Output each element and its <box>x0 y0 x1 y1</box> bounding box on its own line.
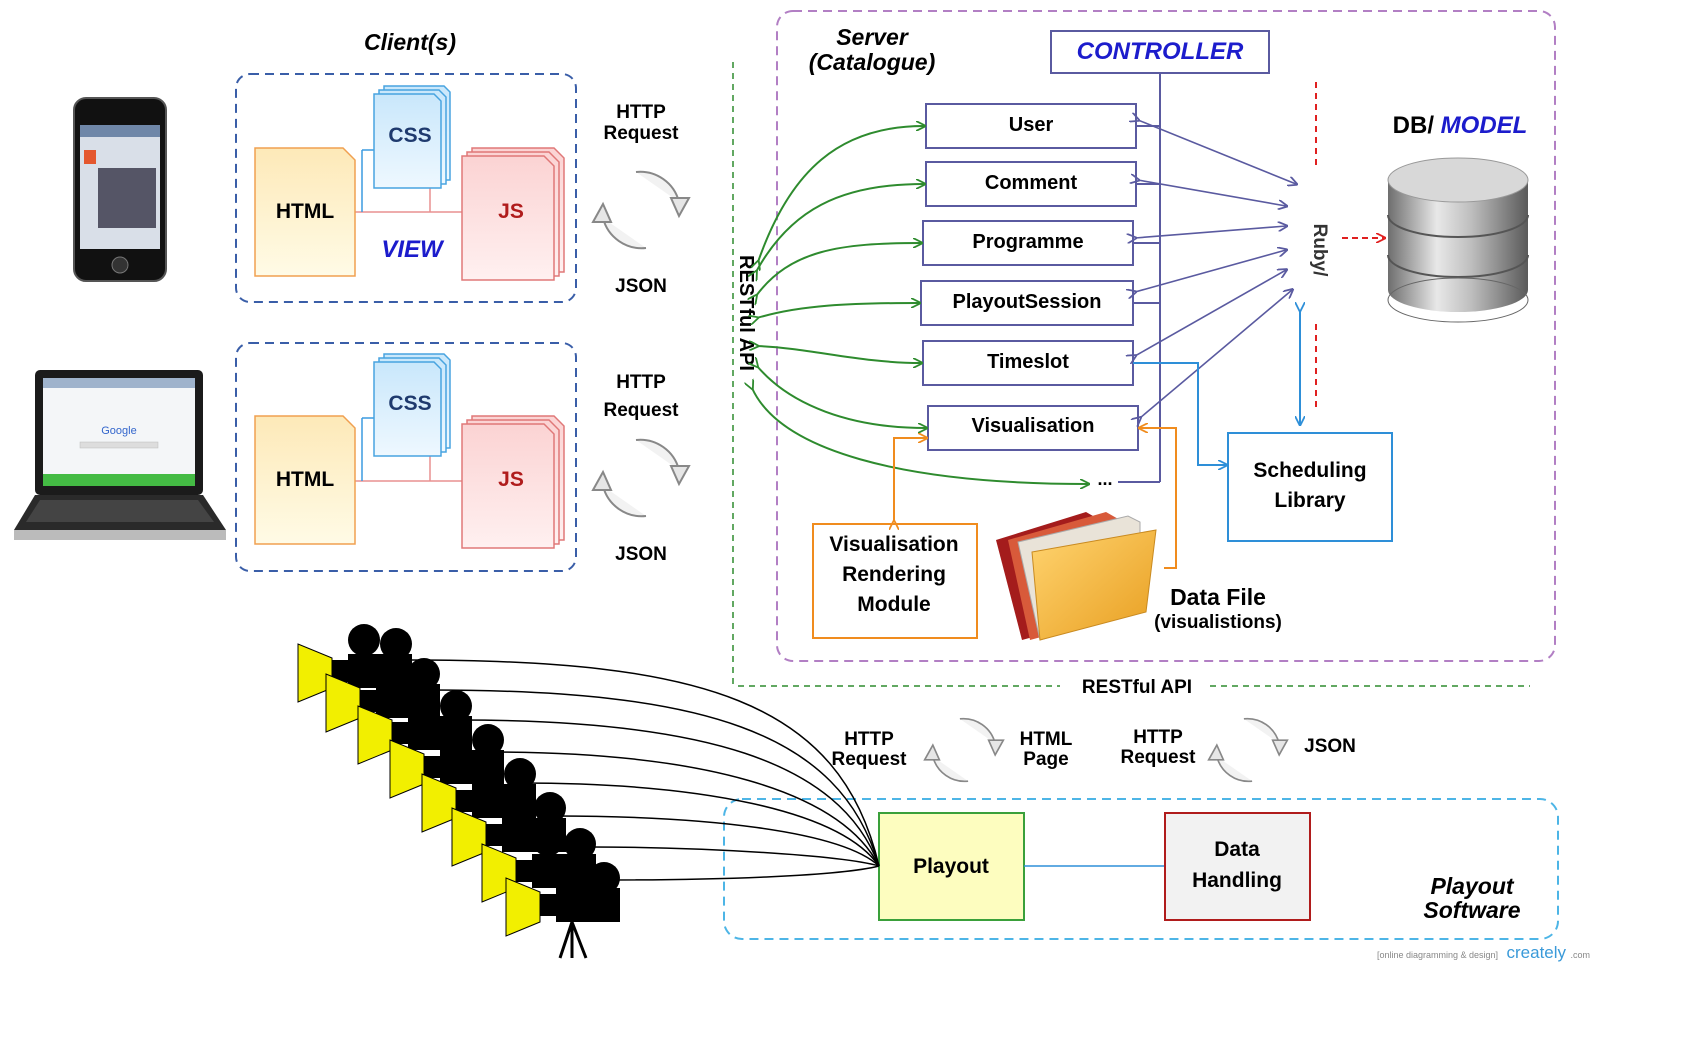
visualisation-module-line1: Visualisation <box>829 533 958 556</box>
model-arrows <box>1135 120 1296 418</box>
controller-box <box>1050 30 1270 74</box>
playout-left-response-line1: HTML <box>1020 729 1073 750</box>
exchange1-request-line1: HTTP <box>616 102 666 123</box>
css-label: CSS <box>388 392 431 415</box>
laptop-icon: Google <box>14 370 226 540</box>
watermark-suffix: .com <box>1570 950 1590 960</box>
svg-text:Visualisation: Visualisation <box>971 415 1094 437</box>
js-label: JS <box>498 468 524 491</box>
watermark-brand: creately <box>1507 943 1567 962</box>
exchange1-response: JSON <box>615 276 667 297</box>
playout-software-title-line2: Software <box>1423 897 1520 923</box>
sync-cycle-icon <box>1207 717 1289 783</box>
client-panel-2: CSS JS HTML <box>235 342 577 572</box>
exchange2-response: JSON <box>615 544 667 565</box>
visualisation-module-line2: Rendering <box>842 563 946 586</box>
playout-left-request-line1: HTTP <box>844 729 894 750</box>
resource-visualisation: Visualisation <box>927 405 1160 451</box>
data-handling-box <box>1164 812 1311 921</box>
projector-cables <box>409 659 880 881</box>
svg-text:Programme: Programme <box>972 231 1083 253</box>
playout-software-boundary <box>723 798 1559 940</box>
ruby-label: Ruby/ <box>1309 224 1330 278</box>
server-title-line2: (Catalogue) <box>809 49 936 75</box>
playout-box <box>878 812 1025 921</box>
html-file-icon: HTML <box>254 415 356 545</box>
view-label: VIEW <box>381 236 445 263</box>
timeslot-scheduling-link <box>1133 362 1226 465</box>
smartphone-icon <box>73 97 167 282</box>
resource-comment: Comment <box>925 161 1160 207</box>
server-title-line1: Server <box>836 24 909 50</box>
sync-cycle-icon <box>592 438 690 518</box>
exchange2-request-line1: HTTP <box>616 372 666 393</box>
scheduling-library-box <box>1227 432 1393 542</box>
scheduling-library-line1: Scheduling <box>1253 459 1366 482</box>
playout-right-response: JSON <box>1304 736 1356 757</box>
resource-playoutsession: PlayoutSession <box>920 280 1160 326</box>
projector-icons <box>297 623 621 959</box>
resource-more: ... <box>1097 469 1112 489</box>
playout-left-request-line2: Request <box>832 749 908 770</box>
watermark: [online diagramming & design] creately .… <box>1377 943 1590 962</box>
html-file-icon: HTML <box>254 147 356 277</box>
css-file-icon: CSS <box>373 353 451 457</box>
playout-right-request-line2: Request <box>1121 747 1197 768</box>
playout-label: Playout <box>913 855 989 878</box>
resource-programme: Programme <box>922 220 1160 266</box>
sync-cycle-icon <box>592 170 690 250</box>
client-panel-1: CSS JS HTML VIEW <box>235 73 577 303</box>
data-file-link <box>1140 428 1177 569</box>
visualisation-module-link <box>894 438 926 522</box>
data-handling-line1: Data <box>1214 838 1260 861</box>
html-label: HTML <box>276 200 334 223</box>
svg-text:Comment: Comment <box>985 172 1078 194</box>
scheduling-library-line2: Library <box>1274 489 1346 512</box>
visualisation-module-line3: Module <box>857 593 931 616</box>
svg-text:PlayoutSession: PlayoutSession <box>953 291 1102 313</box>
playout-software-title-line1: Playout <box>1430 873 1514 899</box>
restful-api-horizontal-label: RESTful API <box>1082 677 1192 698</box>
js-file-icon: JS <box>461 147 565 281</box>
playout-left-response-line2: Page <box>1023 749 1068 770</box>
exchange2-request-line2: Request <box>604 400 680 421</box>
exchange1-request-line2: Request <box>604 123 680 144</box>
restful-arrows <box>752 126 1088 484</box>
watermark-small: [online diagramming & design] <box>1377 950 1498 960</box>
svg-text:User: User <box>1009 114 1054 136</box>
html-label: HTML <box>276 468 334 491</box>
js-label: JS <box>498 200 524 223</box>
model-text: MODEL <box>1441 112 1528 139</box>
clients-title: Client(s) <box>364 29 456 55</box>
playout-right-request-line1: HTTP <box>1133 727 1183 748</box>
folder-icon <box>996 512 1157 641</box>
visualisation-module-box <box>812 523 978 639</box>
restful-api-vertical-label: RESTful API <box>735 255 757 371</box>
data-file-title: Data File <box>1170 584 1266 610</box>
resource-user: User <box>925 103 1160 149</box>
data-file-subtitle: (visualistions) <box>1154 612 1282 633</box>
resource-timeslot: Timeslot <box>922 340 1160 386</box>
sync-cycle-icon <box>923 717 1005 783</box>
data-handling-line2: Handling <box>1192 869 1282 892</box>
css-file-icon: CSS <box>373 85 451 189</box>
db-label: DB/ MODEL <box>1393 112 1528 139</box>
svg-text:Timeslot: Timeslot <box>987 351 1069 373</box>
controller-label: CONTROLLER <box>1077 38 1244 65</box>
css-label: CSS <box>388 124 431 147</box>
server-boundary <box>776 10 1556 662</box>
js-file-icon: JS <box>461 415 565 549</box>
db-text: DB/ <box>1393 112 1435 139</box>
database-icon <box>1387 157 1529 323</box>
svg-text:Google: Google <box>101 425 136 437</box>
